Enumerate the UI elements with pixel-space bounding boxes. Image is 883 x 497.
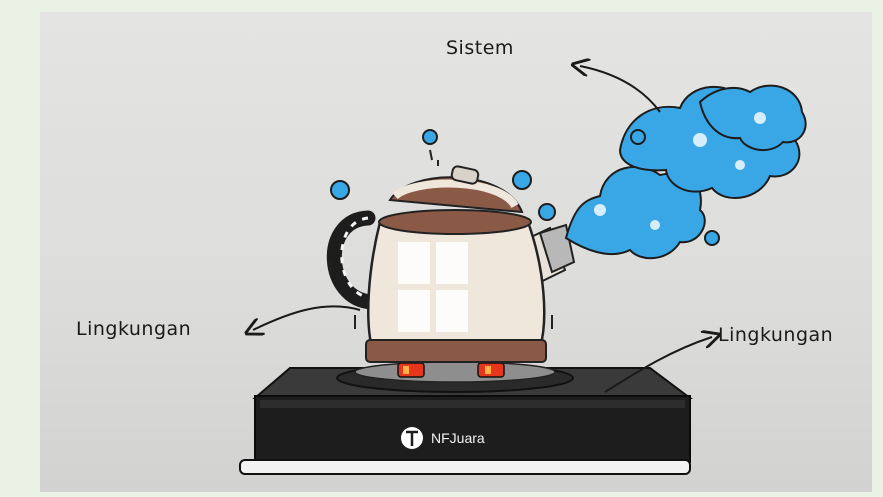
arrow-system-icon	[580, 66, 660, 112]
arrow-environment-left-icon	[253, 306, 360, 330]
stove-brand-text: NFJuara	[431, 430, 485, 446]
label-system: Sistem	[446, 37, 514, 59]
label-environment-right: Lingkungan	[718, 324, 833, 346]
label-environment-left: Lingkungan	[76, 318, 191, 340]
brand-logo	[401, 427, 423, 449]
stove	[240, 362, 690, 474]
kettle	[330, 150, 574, 362]
